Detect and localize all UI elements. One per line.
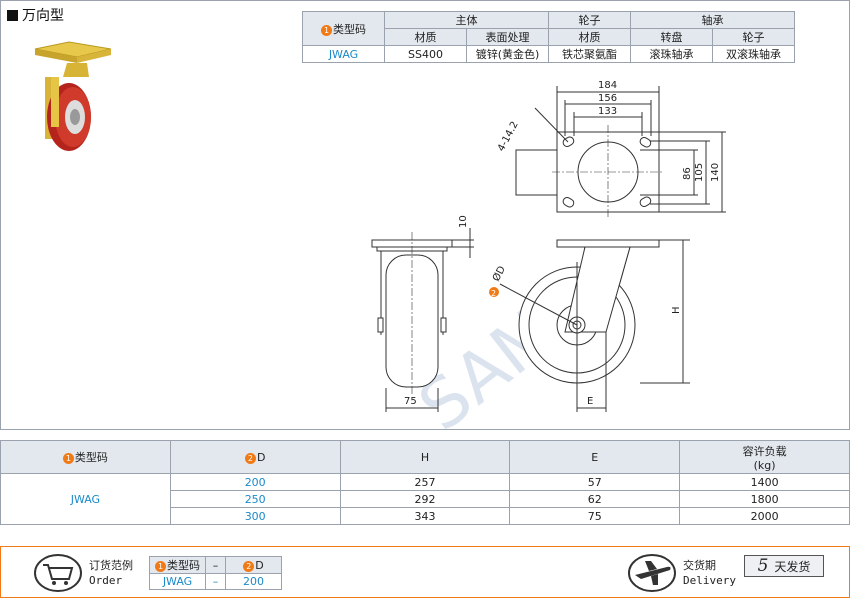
svg-text:140: 140	[710, 163, 721, 182]
svg-text:10: 10	[458, 215, 469, 228]
table-row: 250 292 62 1800	[1, 490, 850, 508]
dim-load-header: 容许负载(kg)	[679, 440, 850, 474]
svg-text:133: 133	[598, 106, 617, 117]
svg-text:156: 156	[598, 93, 617, 104]
svg-text:86: 86	[682, 167, 693, 180]
svg-text:E: E	[587, 396, 593, 407]
square-icon	[7, 9, 18, 21]
delivery-days-badge: 5 天发货	[744, 555, 824, 577]
technical-drawing: SAMLL 184 156 133 86 105 140 4-14.2 75 1…	[371, 80, 726, 430]
table-row: 300 343 75 2000	[1, 507, 850, 525]
svg-text:2: 2	[491, 289, 496, 298]
airplane-icon	[628, 554, 676, 592]
svg-text:75: 75	[404, 396, 417, 407]
svg-text:184: 184	[598, 80, 617, 91]
table-row: JWAG 200 257 57 1400	[0, 473, 850, 525]
svg-text:ØD: ØD	[490, 264, 508, 284]
svg-text:4-14.2: 4-14.2	[496, 120, 521, 154]
svg-text:105: 105	[694, 163, 705, 182]
caster-photo	[34, 41, 112, 151]
cart-icon	[34, 554, 82, 592]
page-title: 万向型	[7, 5, 64, 25]
badge-two-icon	[489, 287, 499, 297]
svg-text:H: H	[671, 306, 682, 314]
